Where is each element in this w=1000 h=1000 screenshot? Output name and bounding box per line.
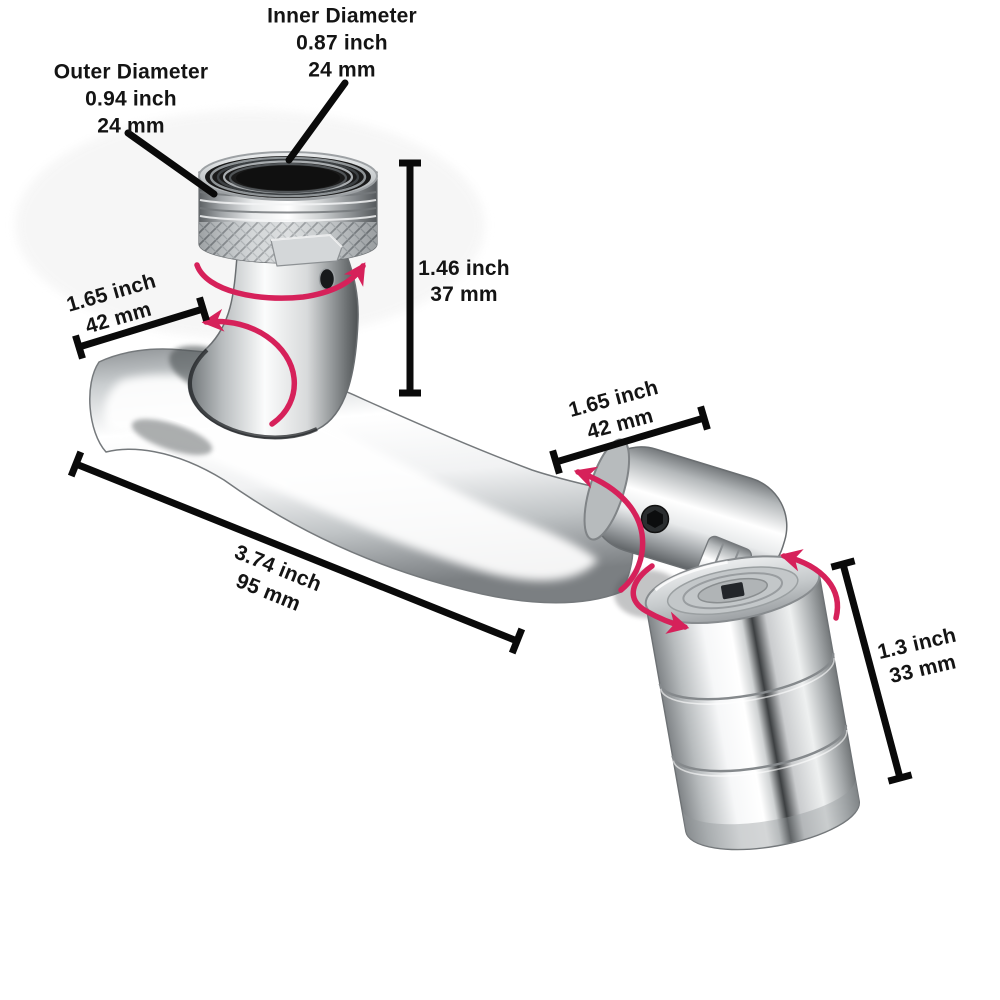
swivel-height-label: 1.46 inch 37 mm [418, 256, 510, 308]
aerator-top-face [644, 555, 821, 624]
collar-bore [236, 165, 340, 191]
inner-diameter-inch: 0.87 inch [296, 31, 388, 55]
outer-diameter-label: Outer Diameter 0.94 inch 24 mm [54, 59, 209, 140]
leader-lines [124, 79, 349, 198]
dimension-line-arm-length [67, 450, 526, 655]
arm-reflection-dark-2 [131, 419, 213, 455]
collar-rotation-arrow-icon [194, 262, 366, 301]
set-screw-hole-icon [318, 267, 336, 291]
swivel-height-mm: 37 mm [430, 283, 498, 306]
elbow-shadow-crease [188, 348, 318, 440]
threaded-collar [198, 151, 378, 267]
inner-diameter-label: Inner Diameter 0.87 inch 24 mm [267, 3, 417, 84]
faucet-extender-product [89, 151, 860, 851]
leader-line-outer-diameter [124, 129, 218, 198]
inner-diameter-title: Inner Diameter [267, 4, 417, 28]
rotation-arrows [194, 262, 841, 634]
leader-line-inner-diameter [285, 79, 349, 164]
dimension-line-swivel-height [399, 159, 421, 397]
dimension-line-head-height [830, 557, 913, 785]
outer-diameter-mm: 24 mm [97, 114, 165, 138]
dimension-line-elbow-swivel [72, 296, 210, 360]
joint-rotation-arrow-icon [573, 466, 646, 593]
outer-diameter-inch: 0.94 inch [85, 87, 177, 111]
outer-diameter-title: Outer Diameter [53, 60, 209, 84]
hex-screw-socket [647, 510, 663, 528]
elbow-rotation-arrow-icon [201, 308, 298, 427]
dimension-line-joint-swivel [549, 405, 711, 475]
dimension-lines [67, 159, 913, 785]
head-rotation-arrow-bottom-icon [630, 563, 690, 634]
aerator-head [644, 555, 860, 851]
head-rotation-arrow-top-icon [779, 549, 841, 621]
inner-diameter-mm: 24 mm [308, 58, 376, 82]
swivel-height-inch: 1.46 inch [418, 257, 510, 280]
